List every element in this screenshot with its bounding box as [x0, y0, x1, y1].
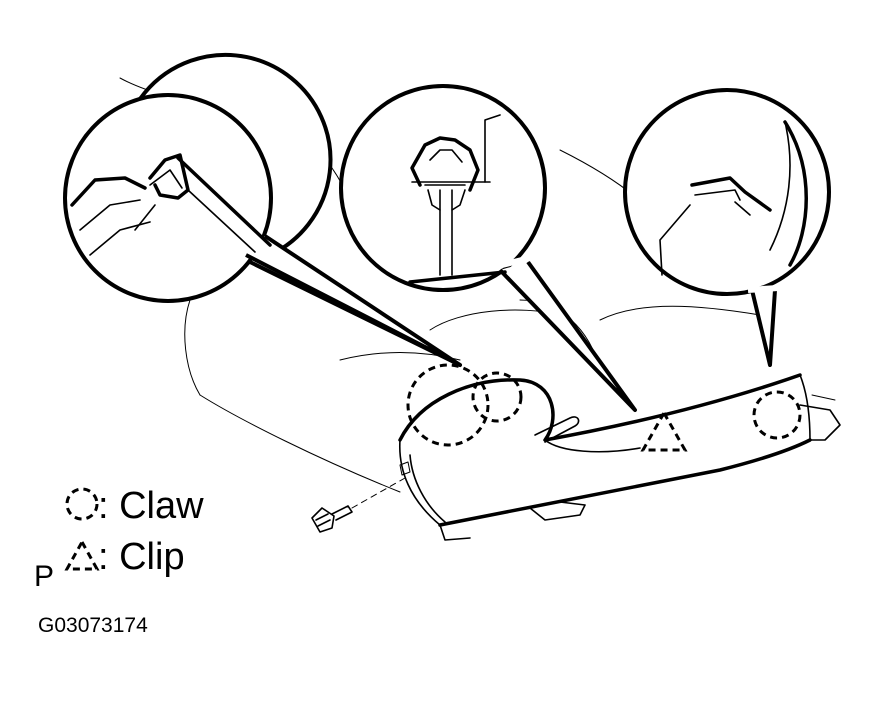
seat-side-trim-cover — [398, 373, 841, 541]
detail-bubble-claw-right — [623, 88, 831, 367]
location-markers — [406, 363, 802, 452]
claw-location-2 — [471, 371, 523, 423]
dashed-circle-icon — [65, 487, 99, 521]
screw-icon — [311, 477, 406, 533]
figure-id: G03073174 — [38, 614, 148, 637]
clip-location — [640, 409, 688, 452]
legend-claw-label: : Claw — [98, 485, 204, 527]
claw-location-3 — [752, 390, 802, 440]
claw-location-1 — [406, 363, 490, 447]
dashed-triangle-icon — [64, 538, 100, 571]
legend-clip-label: : Clip — [98, 536, 185, 578]
detail-bubble-claw-left — [63, 52, 462, 367]
legend: : Claw : Clip P — [34, 485, 204, 593]
p-marker: P — [34, 560, 54, 593]
detail-bubble-clip-center — [339, 84, 637, 412]
